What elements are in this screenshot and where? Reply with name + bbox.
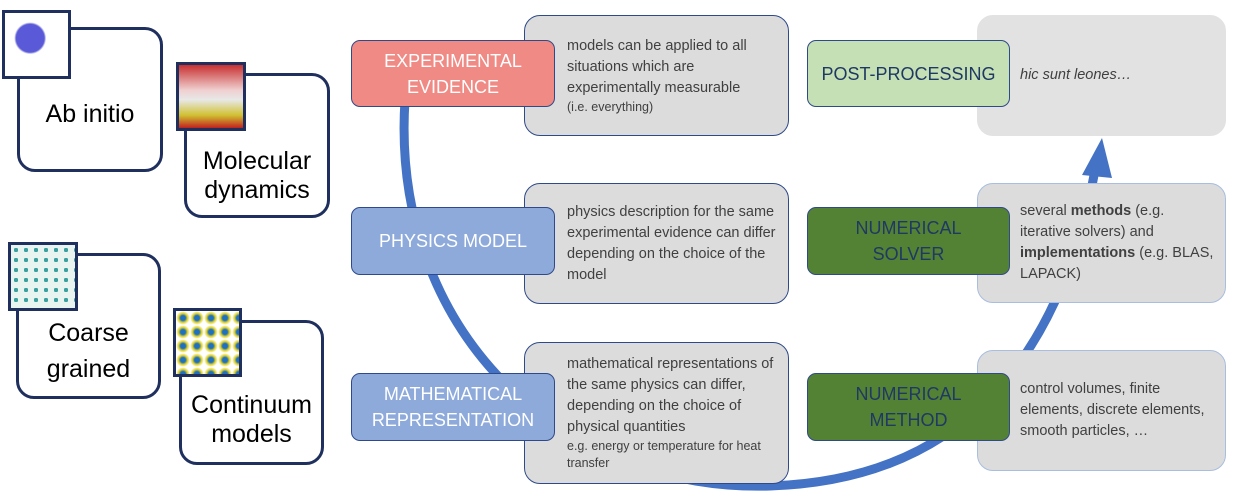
text-part: several bbox=[1020, 203, 1071, 219]
step-physics-model: PHYSICS MODEL bbox=[351, 207, 555, 275]
workflow-arrow bbox=[399, 99, 1100, 491]
text-part: (e.g. iterative solvers) and bbox=[1020, 203, 1165, 240]
step-label: EXPERIMENTAL EVIDENCE bbox=[384, 50, 522, 97]
coarse-grained-beads-image bbox=[8, 242, 78, 311]
scale-label: Ab initio bbox=[45, 100, 135, 128]
scale-label: Continuum models bbox=[191, 391, 312, 448]
description-note: (i.e. everything) bbox=[567, 99, 654, 114]
step-numerical-solver: NUMERICAL SOLVER bbox=[807, 207, 1010, 275]
step-mathematical-representation: MATHEMATICAL REPRESENTATION bbox=[351, 373, 555, 441]
post-processing-description: hic sunt leones… bbox=[977, 15, 1226, 136]
molecular-dynamics-image bbox=[176, 62, 246, 131]
description-text: physics description for the same experim… bbox=[567, 203, 776, 283]
description-text: hic sunt leones… bbox=[1020, 67, 1132, 83]
scale-label: Coarse grained bbox=[46, 319, 131, 383]
description-note: e.g. energy or temperature for heat tran… bbox=[567, 439, 761, 470]
method-description: control volumes, finite elements, discre… bbox=[977, 350, 1226, 471]
text-bold: methods bbox=[1070, 203, 1132, 219]
step-label: NUMERICAL SOLVER bbox=[855, 218, 962, 264]
math-description: mathematical representations of the same… bbox=[524, 342, 789, 484]
description-text: control volumes, finite elements, discre… bbox=[1020, 381, 1205, 439]
experimental-description: models can be applied to all situations … bbox=[524, 15, 789, 136]
scale-label: Molecular dynamics bbox=[202, 146, 312, 204]
description-text: several methods (e.g. iterative solvers)… bbox=[1020, 201, 1215, 285]
step-numerical-method: NUMERICAL METHOD bbox=[807, 373, 1010, 441]
description-text: mathematical representations of the same… bbox=[567, 356, 774, 435]
step-label: NUMERICAL METHOD bbox=[855, 384, 962, 430]
continuum-model-image bbox=[173, 308, 242, 377]
text-part: (e.g. BLAS, LAPACK) bbox=[1020, 245, 1214, 282]
description-text: models can be applied to all situations … bbox=[567, 37, 747, 96]
ab-initio-orbital-image bbox=[2, 10, 71, 79]
physics-description: physics description for the same experim… bbox=[524, 183, 789, 304]
solver-description: several methods (e.g. iterative solvers)… bbox=[977, 183, 1226, 303]
step-label: POST-PROCESSING bbox=[821, 63, 996, 84]
step-post-processing: POST-PROCESSING bbox=[807, 40, 1010, 107]
step-label: MATHEMATICAL REPRESENTATION bbox=[371, 384, 535, 430]
step-label: PHYSICS MODEL bbox=[378, 231, 528, 251]
step-experimental-evidence: EXPERIMENTAL EVIDENCE bbox=[351, 40, 555, 107]
text-bold: implementations bbox=[1020, 245, 1136, 261]
arrow-head-icon bbox=[1082, 138, 1112, 178]
